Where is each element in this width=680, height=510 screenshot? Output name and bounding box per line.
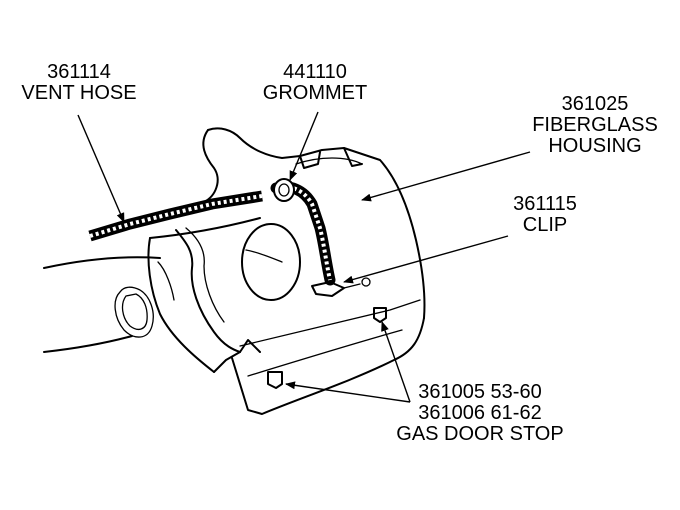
leader-lines <box>77 111 531 403</box>
grommet <box>273 178 295 202</box>
grommet-leader <box>289 111 319 181</box>
housing-part-number: 361025 <box>561 93 629 115</box>
gas-door-stop-part-number-1: 361005 53-60 <box>418 381 542 403</box>
housing-leader <box>361 151 531 202</box>
grommet-label: GROMMET <box>262 82 368 104</box>
clip-leader <box>343 235 509 284</box>
housing-callout: 361025 FIBERGLASS HOUSING <box>520 94 670 157</box>
vent-hose-callout: 361114 VENT HOSE <box>4 62 154 104</box>
vent-hose-label: VENT HOSE <box>21 82 137 104</box>
vent-hose-leader <box>77 114 125 223</box>
gas-door-stop-upper <box>373 307 387 323</box>
filler-neck-tube <box>43 256 175 353</box>
door-stop-leader-upper <box>381 321 411 403</box>
gas-door-stop-label: GAS DOOR STOP <box>396 423 564 445</box>
gas-door-stop-lower <box>267 371 283 389</box>
clip <box>311 277 371 297</box>
gas-door-stop-part-number-2: 361006 61-62 <box>418 402 542 424</box>
clip-callout: 361115 CLIP <box>470 194 620 236</box>
clip-label: CLIP <box>522 214 568 236</box>
door-stop-leader-lower <box>285 381 411 403</box>
vent-hose <box>88 181 336 286</box>
fiberglass-housing <box>147 127 426 415</box>
housing-label-line2: HOUSING <box>548 135 642 157</box>
grommet-callout: 441110 GROMMET <box>240 62 390 104</box>
gas-door-stop-callout: 361005 53-60 361006 61-62 GAS DOOR STOP <box>370 382 590 445</box>
housing-label-line1: FIBERGLASS <box>532 114 658 136</box>
clip-part-number: 361115 <box>513 193 577 215</box>
vent-hose-part-number: 361114 <box>47 61 111 83</box>
grommet-part-number: 441110 <box>283 61 347 83</box>
